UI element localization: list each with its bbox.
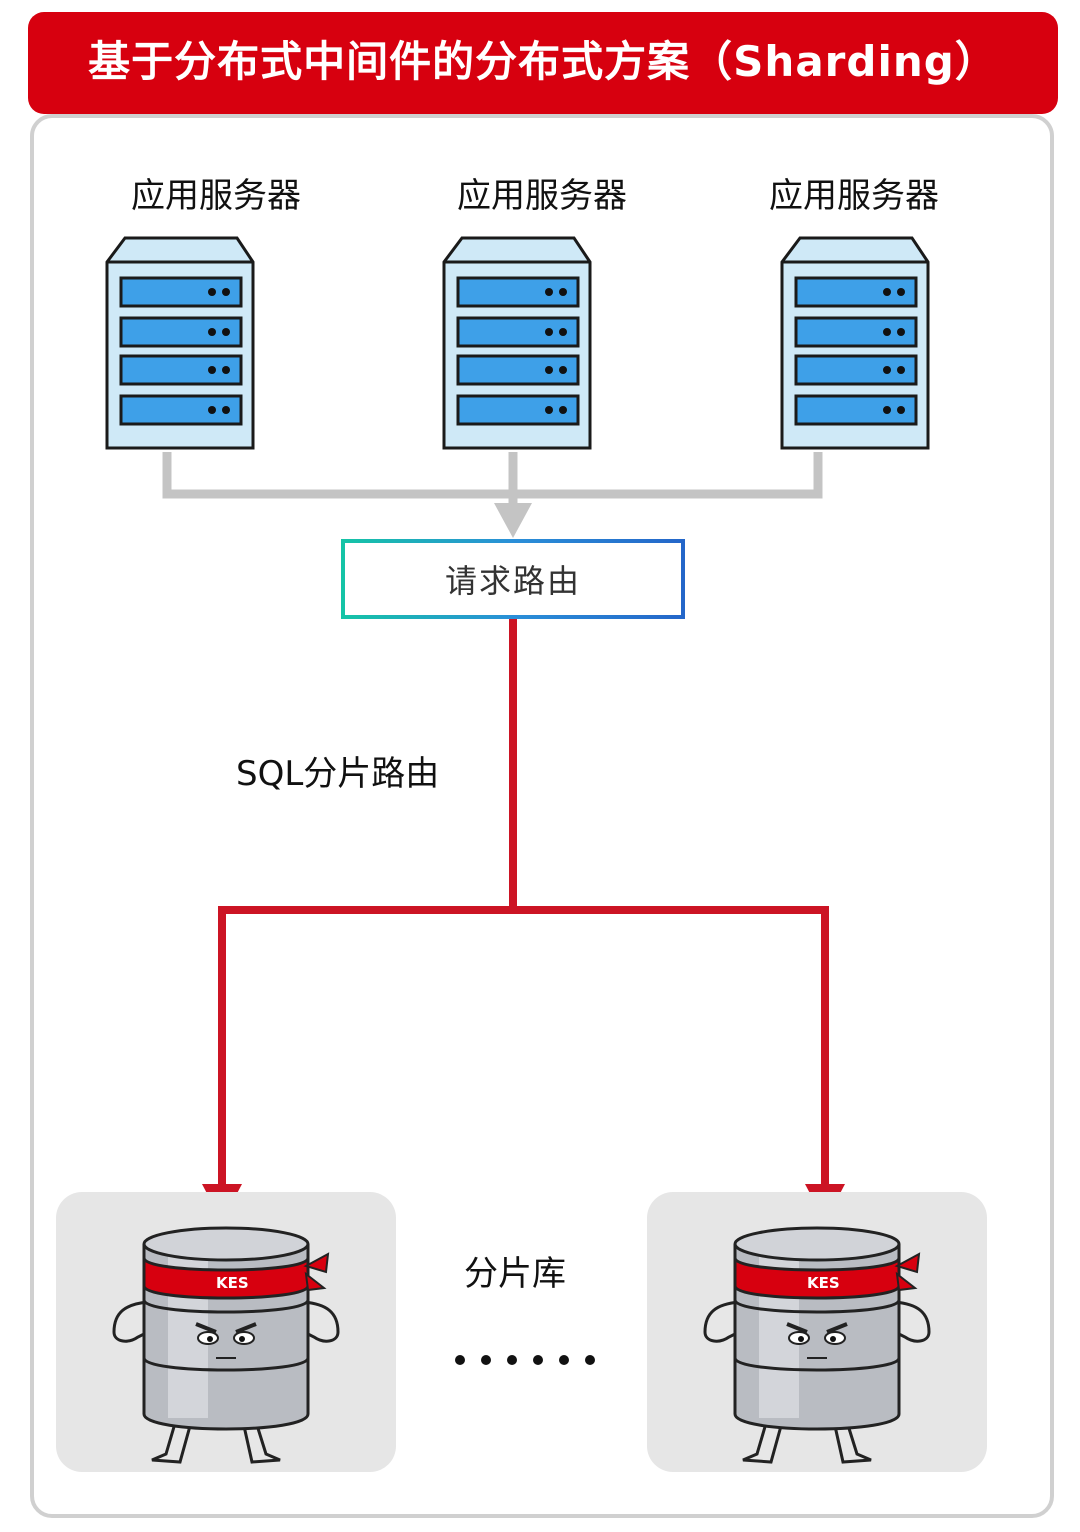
- sql-route-connector: [218, 618, 829, 1196]
- server-connector: [162, 452, 823, 505]
- diagram-title: 基于分布式中间件的分布式方案（Sharding）: [88, 36, 998, 86]
- database-mascot-icon: KES: [112, 1226, 340, 1464]
- server-icon: [105, 236, 255, 450]
- title-bar: 基于分布式中间件的分布式方案（Sharding）: [28, 12, 1058, 114]
- shard-db-label: 分片库: [464, 1254, 566, 1294]
- database-mascot-icon: KES: [703, 1226, 931, 1464]
- server-label-3: 应用服务器: [769, 176, 939, 216]
- server-label-2: 应用服务器: [457, 176, 627, 216]
- db-band-text: KES: [216, 1274, 249, 1292]
- server-label-1: 应用服务器: [131, 176, 301, 216]
- server-icon: [780, 236, 930, 450]
- db-band-text: KES: [807, 1274, 840, 1292]
- request-router-label: 请求路由: [444, 562, 581, 600]
- ellipsis-dots: ……: [455, 1355, 595, 1365]
- request-router-box: 请求路由: [341, 539, 685, 619]
- server-icon: [442, 236, 592, 450]
- shard-db-card-2: KES: [647, 1192, 987, 1472]
- shard-db-card-1: KES: [56, 1192, 396, 1472]
- sql-route-label: SQL分片路由: [236, 754, 440, 794]
- gray-arrow-head: [494, 503, 532, 538]
